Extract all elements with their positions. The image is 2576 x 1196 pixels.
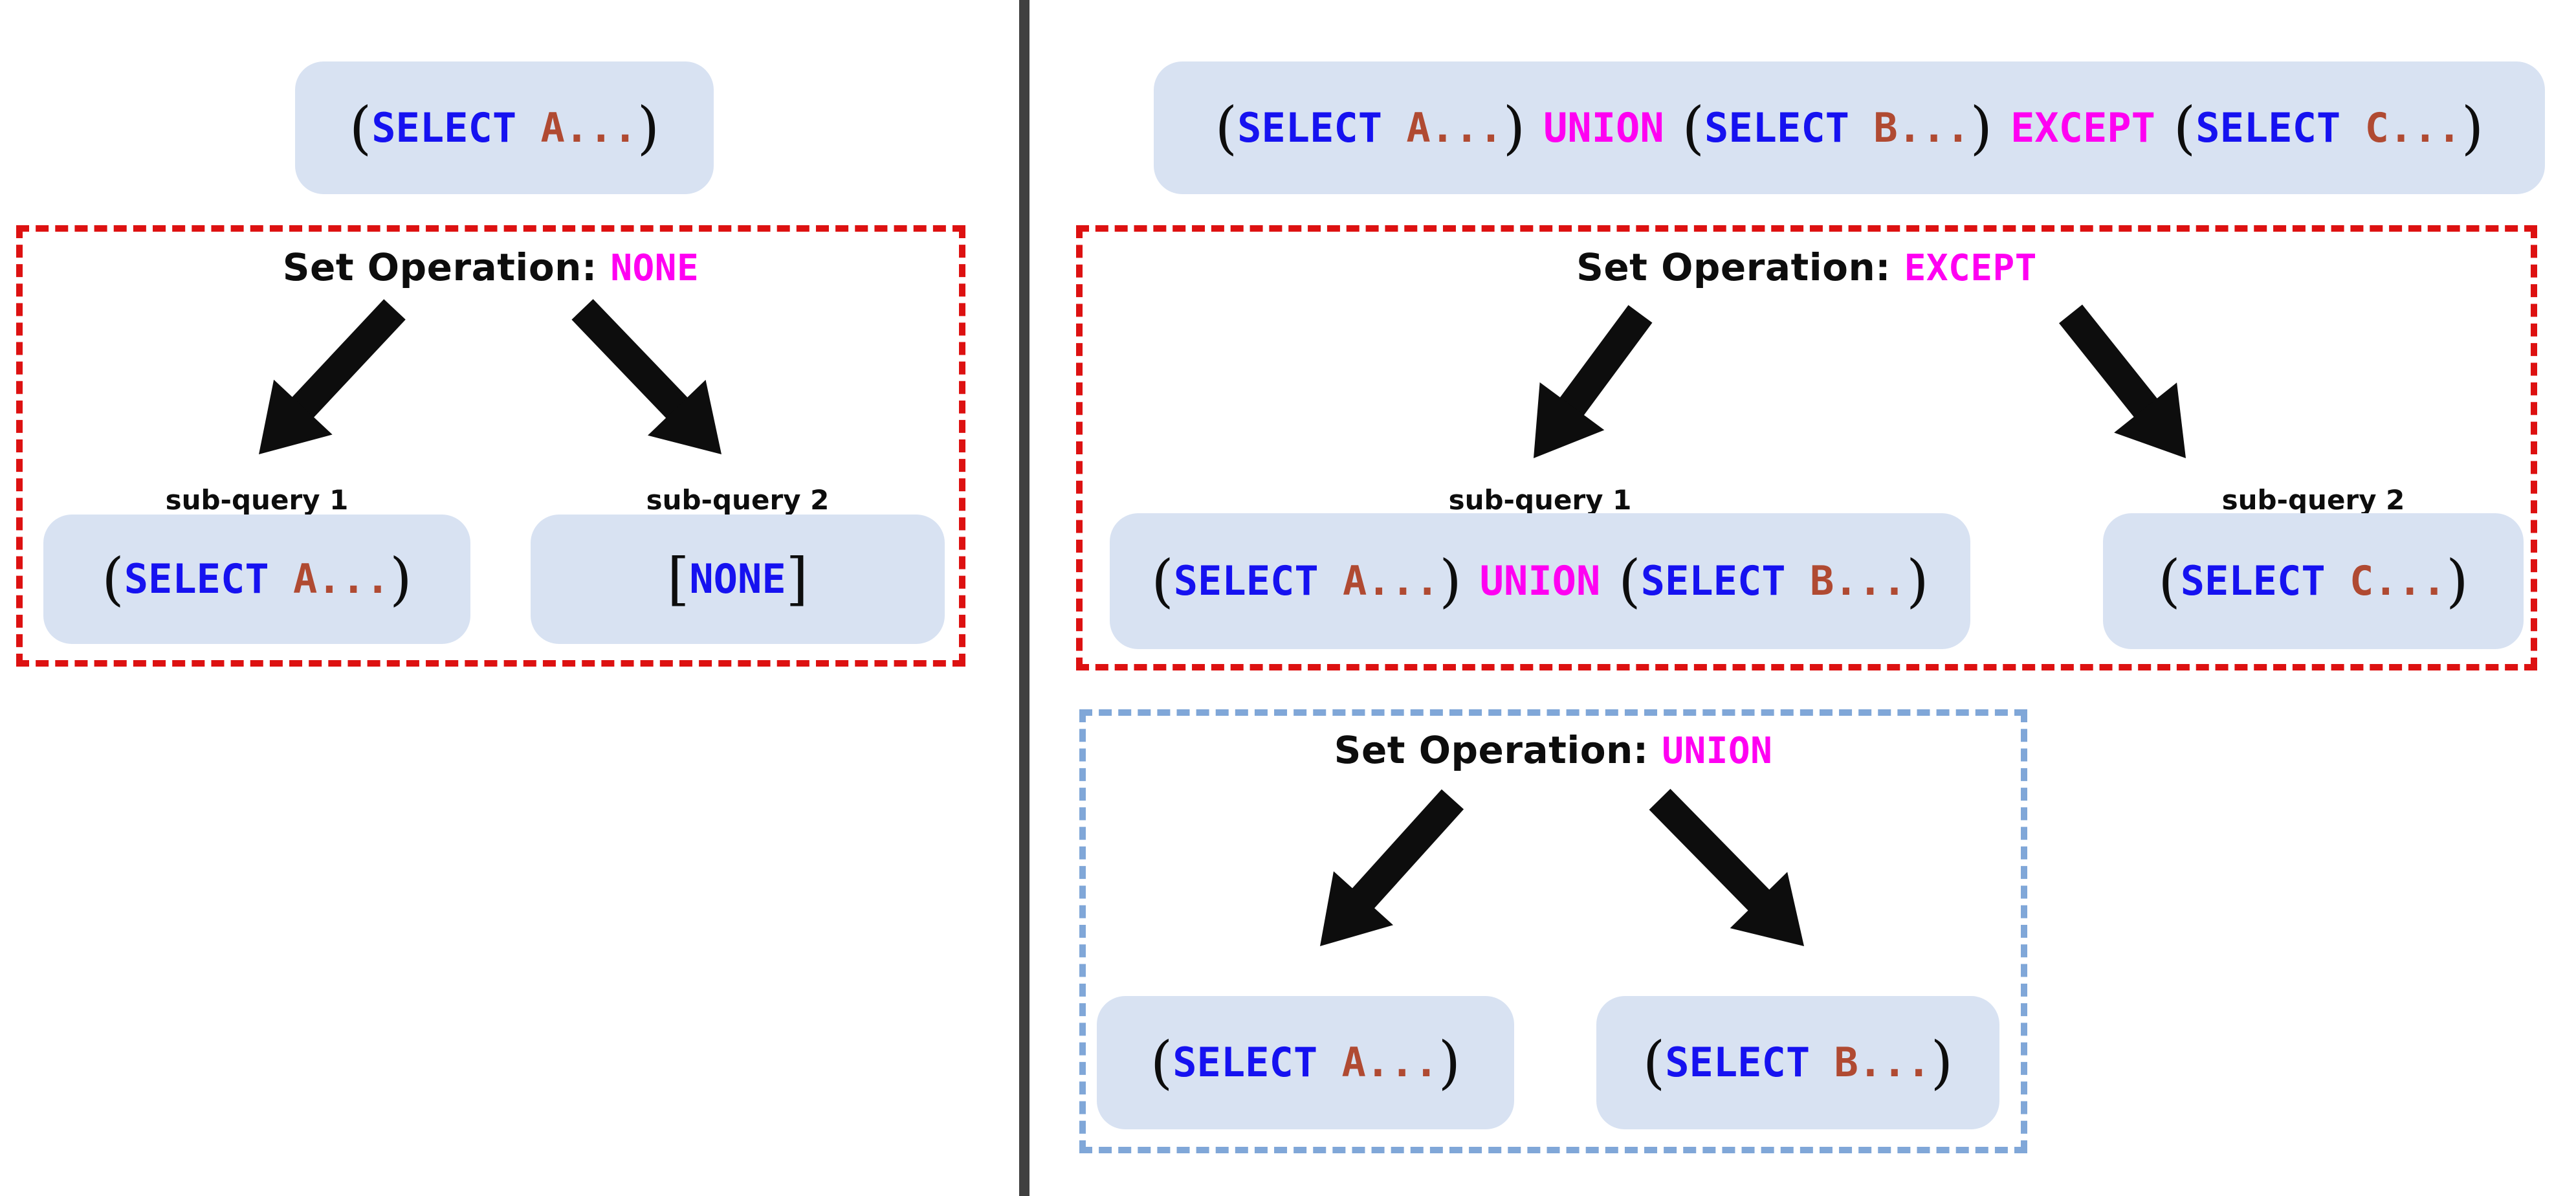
panel-divider bbox=[1019, 0, 1029, 1196]
query-text-segment: SELECT bbox=[1237, 104, 1407, 151]
query-text-segment: A... bbox=[292, 555, 390, 603]
query-text-segment: B... bbox=[1873, 104, 1970, 151]
query-text-segment: ) bbox=[1906, 547, 1929, 614]
none-group-title: Set Operation: NONE bbox=[16, 247, 965, 289]
query-text-segment: A... bbox=[1406, 104, 1503, 151]
query-text-segment: ) bbox=[1439, 547, 1480, 614]
right-subquery-1-box: (SELECT A...) UNION (SELECT B...) bbox=[1110, 513, 1970, 649]
query-text-segment: A... bbox=[540, 104, 637, 151]
left-subquery-1-box: (SELECT A...) bbox=[43, 515, 470, 644]
left-top-query-text: (SELECT A...) bbox=[349, 99, 659, 156]
left-subquery-2-box: [NONE] bbox=[531, 515, 945, 644]
left-subquery-1-text: (SELECT A...) bbox=[102, 550, 412, 607]
right-top-query-text: (SELECT A...) UNION (SELECT B...) EXCEPT… bbox=[1215, 99, 2483, 156]
query-text-segment: B... bbox=[1834, 1039, 1931, 1086]
query-text-segment: ) bbox=[637, 94, 660, 161]
query-text-segment: ( bbox=[1150, 1028, 1173, 1096]
query-text-segment: A... bbox=[1343, 557, 1440, 604]
query-text-segment: ) bbox=[2461, 94, 2484, 161]
set-operation-value: EXCEPT bbox=[1904, 247, 2037, 289]
set-operation-value: UNION bbox=[1662, 730, 1773, 772]
left-top-query-box: (SELECT A...) bbox=[295, 61, 714, 194]
query-text-segment: B... bbox=[1809, 557, 1907, 604]
set-operation-value: NONE bbox=[610, 247, 699, 289]
query-text-segment: ) bbox=[390, 545, 412, 612]
query-text-segment: ( bbox=[1664, 94, 1705, 161]
query-text-segment: EXCEPT bbox=[2010, 104, 2155, 151]
query-text-segment: ) bbox=[1930, 1028, 1954, 1096]
query-text-segment: C... bbox=[2364, 104, 2461, 151]
query-text-segment: SELECT bbox=[124, 555, 293, 603]
query-text-segment: UNION bbox=[1543, 104, 1664, 151]
right-subquery-2-text: (SELECT C...) bbox=[2158, 552, 2468, 609]
right-subquery-2-box: (SELECT C...) bbox=[2103, 513, 2524, 649]
subquery-1-label: sub-query 1 bbox=[165, 484, 349, 516]
subquery-1-label: sub-query 1 bbox=[1448, 484, 1632, 516]
query-text-segment: ] bbox=[786, 545, 809, 612]
except-group-title: Set Operation: EXCEPT bbox=[1076, 247, 2537, 289]
query-text-segment: C... bbox=[2349, 557, 2447, 604]
subquery-2-label: sub-query 2 bbox=[2221, 484, 2405, 516]
query-text-segment: ) bbox=[1503, 94, 1544, 161]
query-text-segment: [ bbox=[666, 545, 690, 612]
left-subquery-2-text: [NONE] bbox=[667, 550, 808, 607]
query-text-segment: ( bbox=[1151, 547, 1174, 614]
none-group-border bbox=[16, 225, 965, 667]
query-text-segment: ) bbox=[1438, 1028, 1461, 1096]
query-text-segment: SELECT bbox=[2196, 104, 2365, 151]
set-operation-label: Set Operation: bbox=[1576, 245, 1904, 289]
query-text-segment: ( bbox=[2158, 547, 2181, 614]
query-text-segment: ( bbox=[2155, 94, 2196, 161]
set-operation-label: Set Operation: bbox=[282, 245, 611, 289]
query-text-segment: ) bbox=[1970, 94, 2010, 161]
query-text-segment: SELECT bbox=[371, 104, 541, 151]
query-text-segment: SELECT bbox=[1640, 557, 1810, 604]
query-text-segment: UNION bbox=[1479, 557, 1601, 604]
query-text-segment: SELECT bbox=[1172, 1039, 1342, 1086]
union-subquery-b-box: (SELECT B...) bbox=[1596, 996, 1999, 1129]
query-text-segment: ( bbox=[1642, 1028, 1666, 1096]
set-operation-label: Set Operation: bbox=[1334, 728, 1662, 772]
right-subquery-1-text: (SELECT A...) UNION (SELECT B...) bbox=[1151, 552, 1928, 609]
query-text-segment: A... bbox=[1341, 1039, 1438, 1086]
query-text-segment: NONE bbox=[689, 555, 786, 603]
query-text-segment: ( bbox=[349, 94, 372, 161]
union-subquery-b-text: (SELECT B...) bbox=[1643, 1034, 1953, 1091]
subquery-2-label: sub-query 2 bbox=[646, 484, 830, 516]
union-subquery-a-text: (SELECT A...) bbox=[1150, 1034, 1460, 1091]
query-text-segment: SELECT bbox=[1665, 1039, 1834, 1086]
query-text-segment: ) bbox=[2446, 547, 2469, 614]
except-group-border bbox=[1076, 225, 2537, 670]
query-text-segment: SELECT bbox=[1173, 557, 1343, 604]
union-group-border bbox=[1079, 709, 2027, 1153]
query-text-segment: ( bbox=[1215, 94, 1238, 161]
union-group-title: Set Operation: UNION bbox=[1079, 728, 2027, 772]
query-text-segment: SELECT bbox=[1704, 104, 1874, 151]
query-text-segment: ( bbox=[1600, 547, 1641, 614]
union-subquery-a-box: (SELECT A...) bbox=[1097, 996, 1514, 1129]
query-text-segment: SELECT bbox=[2180, 557, 2350, 604]
right-top-query-box: (SELECT A...) UNION (SELECT B...) EXCEPT… bbox=[1154, 61, 2545, 194]
query-text-segment: ( bbox=[102, 545, 124, 612]
